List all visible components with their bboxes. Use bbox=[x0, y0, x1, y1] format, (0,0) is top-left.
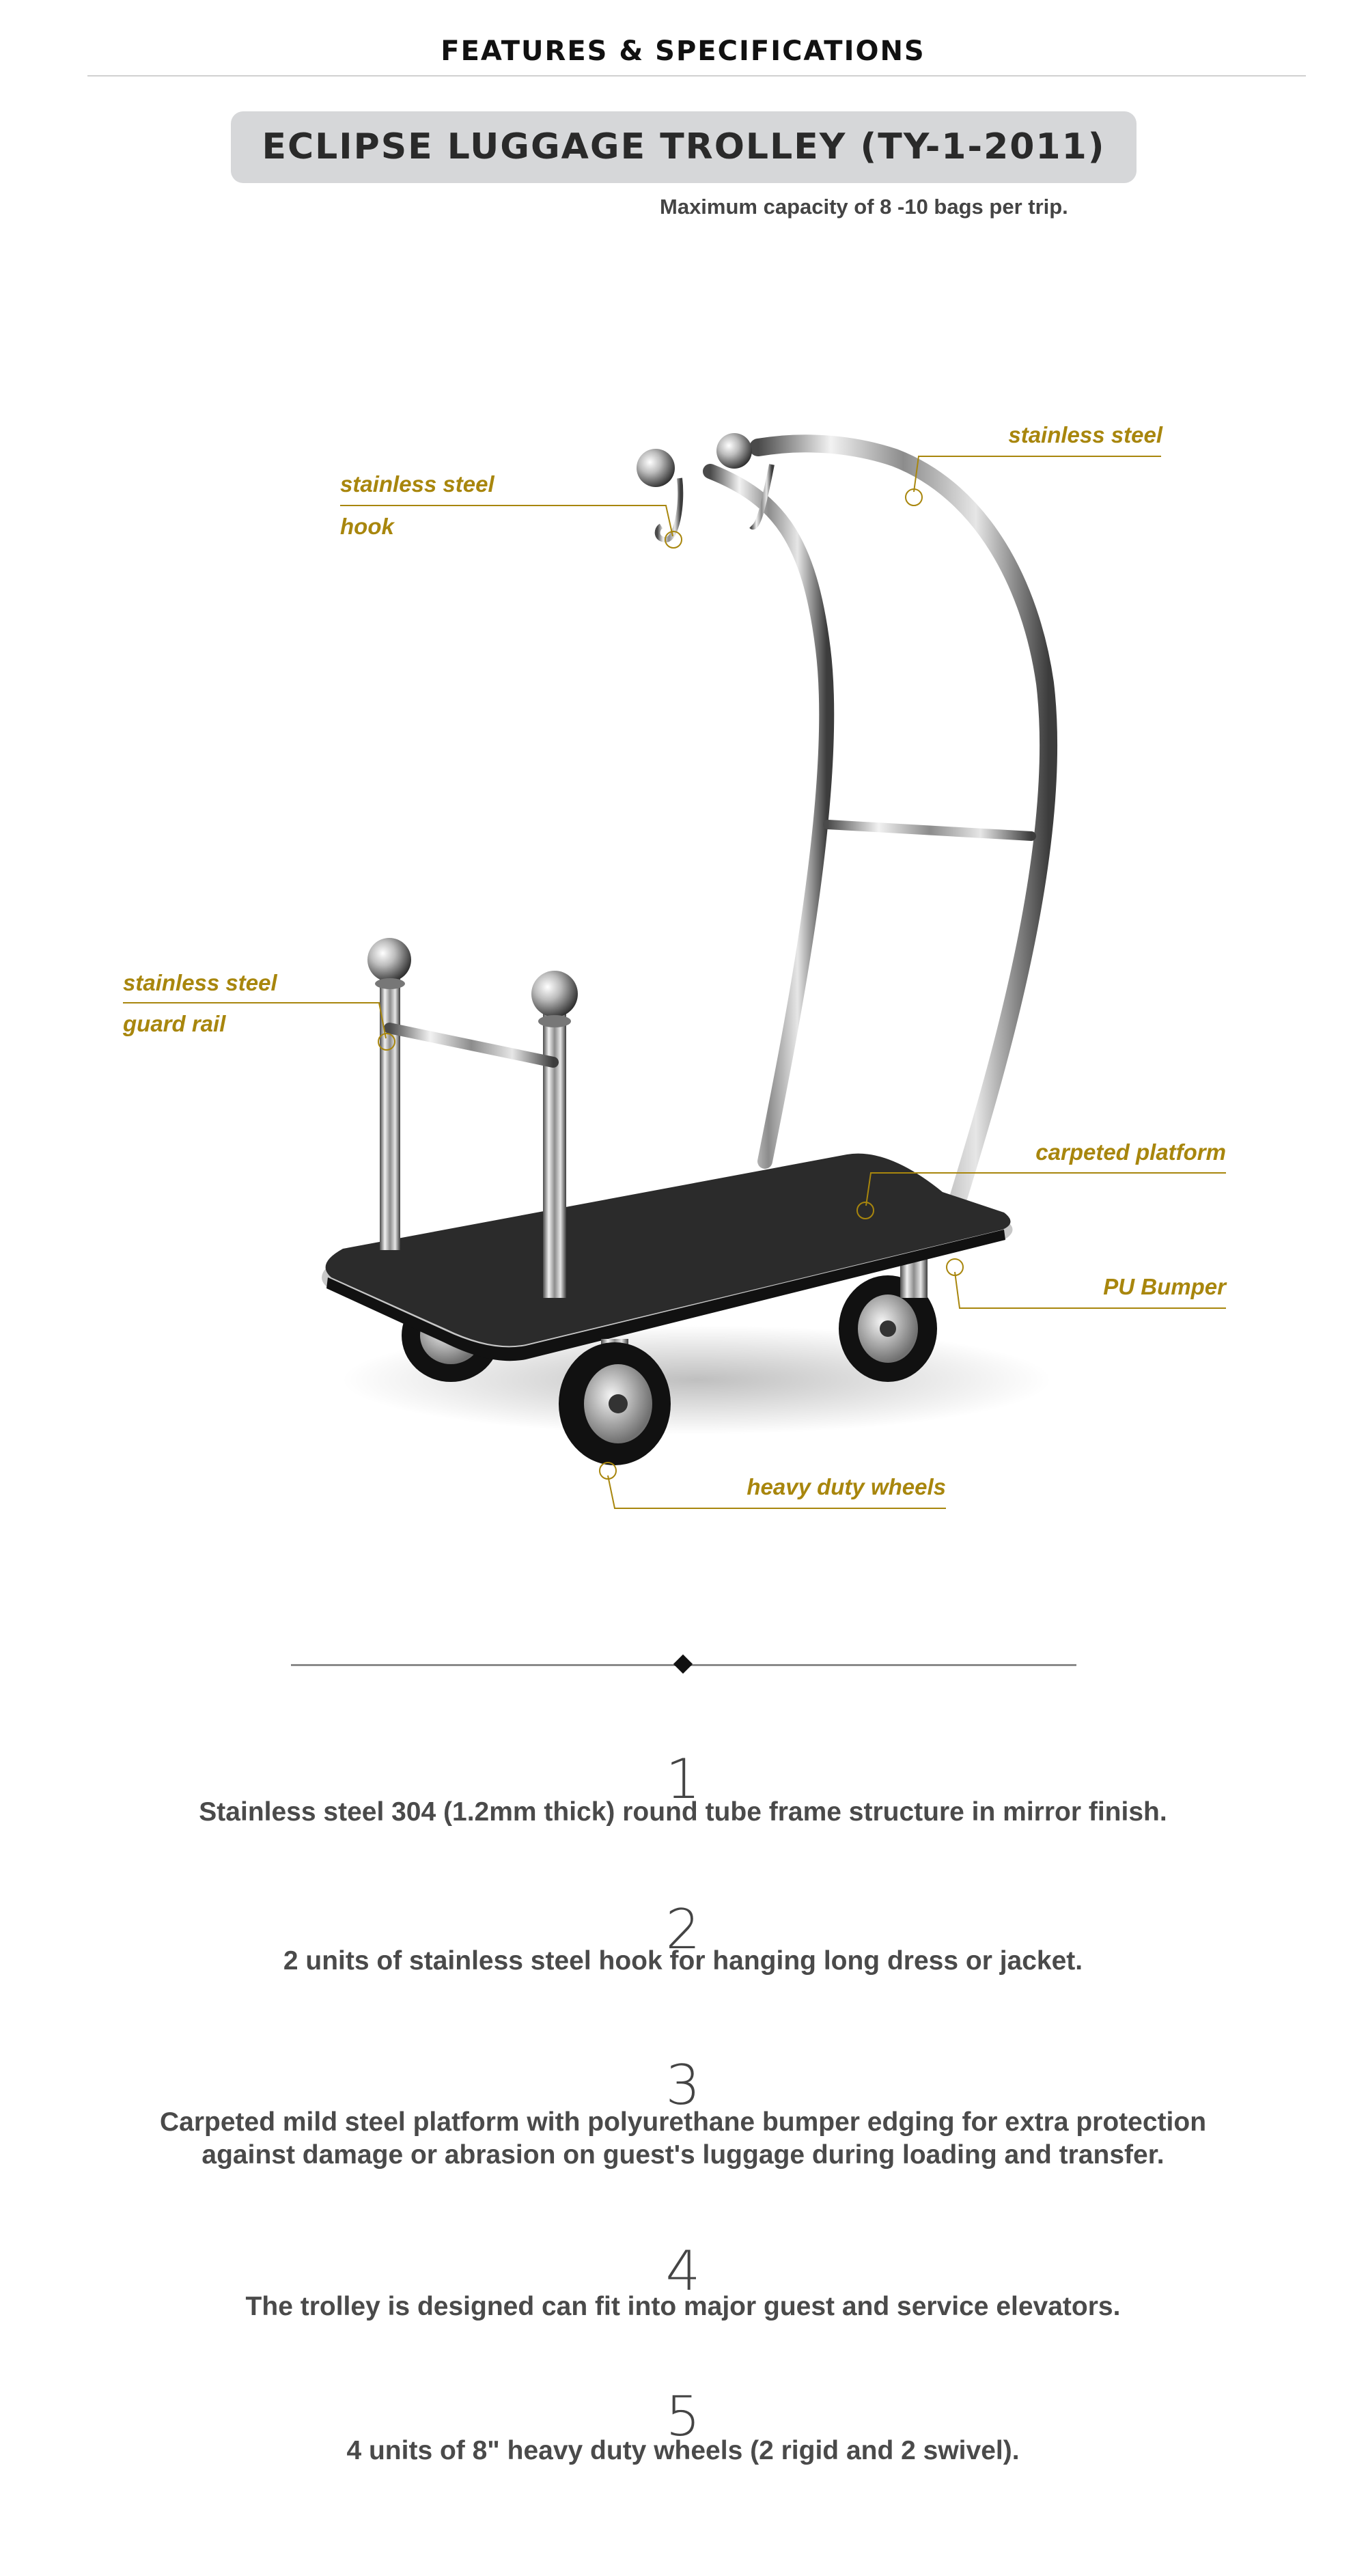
callout-rail-line2: guard rail bbox=[123, 1011, 226, 1036]
callout-bumper: PU Bumper bbox=[1103, 1274, 1226, 1299]
capacity-note: Maximum capacity of 8 -10 bags per trip. bbox=[660, 195, 1068, 219]
trolley-illustration bbox=[123, 433, 1226, 1509]
page-header-title: FEATURES & SPECIFICATIONS bbox=[441, 36, 925, 67]
feature-number-3: 3 bbox=[665, 2053, 701, 2117]
callout-hook-line1: stainless steel bbox=[340, 471, 494, 497]
feature-number-4: 4 bbox=[665, 2239, 701, 2303]
callout-rail-line1: stainless steel bbox=[123, 970, 277, 995]
feature-text-3-line1: Carpeted mild steel platform with polyur… bbox=[159, 2107, 1207, 2137]
feature-text-2: 2 units of stainless steel hook for hang… bbox=[283, 1946, 1083, 1976]
feature-number-1: 1 bbox=[665, 1747, 701, 1811]
callout-frame: stainless steel bbox=[1008, 422, 1162, 447]
divider-diamond-icon bbox=[673, 1654, 693, 1674]
product-title-pill bbox=[231, 111, 1137, 183]
feature-number-5: 5 bbox=[665, 2385, 701, 2448]
product-title: ECLIPSE LUGGAGE TROLLEY (TY-1-2011) bbox=[262, 126, 1106, 167]
header-divider bbox=[87, 75, 1306, 77]
feature-text-5: 4 units of 8" heavy duty wheels (2 rigid… bbox=[346, 2436, 1020, 2465]
feature-text-4: The trolley is designed can fit into maj… bbox=[245, 2292, 1121, 2321]
callout-platform: carpeted platform bbox=[1035, 1139, 1226, 1165]
feature-number-2: 2 bbox=[665, 1898, 701, 1961]
feature-text-3-line2: against damage or abrasion on guest's lu… bbox=[201, 2140, 1165, 2170]
feature-text-1: Stainless steel 304 (1.2mm thick) round … bbox=[199, 1797, 1167, 1827]
rear-right-wheel bbox=[839, 1275, 937, 1382]
callout-hook-line2: hook bbox=[340, 514, 394, 539]
front-wheel bbox=[559, 1342, 671, 1465]
callout-wheels: heavy duty wheels bbox=[747, 1474, 946, 1499]
